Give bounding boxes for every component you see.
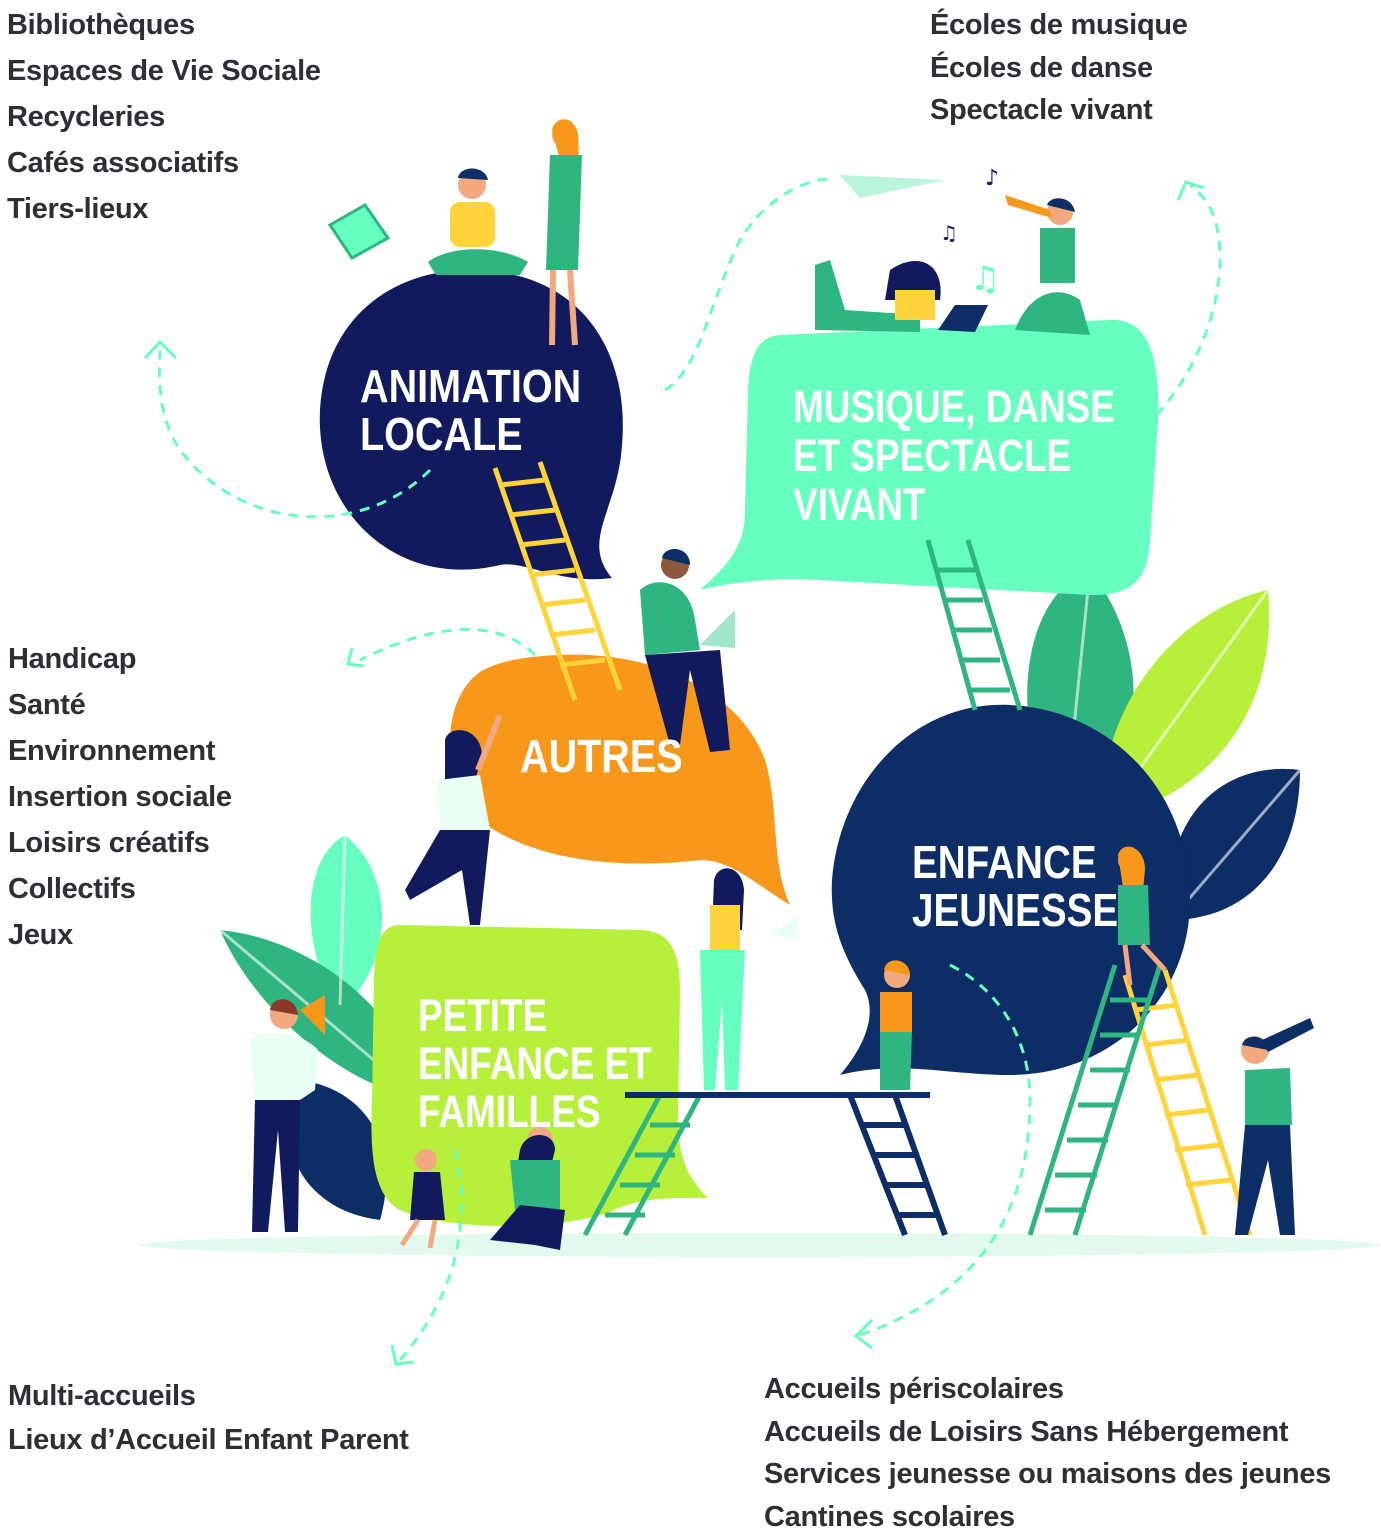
list-item: Jeux [8,912,232,958]
title-line: ANIMATION [360,362,581,410]
list-enfance-jeunesse: Accueils périscolaires Accueils de Loisi… [764,1368,1331,1538]
title-line: PETITE [418,992,652,1040]
list-item: Santé [8,682,232,728]
list-animation-locale: Bibliothèques Espaces de Vie Sociale Rec… [7,2,321,232]
list-autres: Handicap Santé Environnement Insertion s… [8,636,232,958]
title-line: VIVANT [793,480,1115,529]
list-item: Multi-accueils [8,1374,409,1418]
title-line: LOCALE [360,410,581,458]
ground-shadow [140,1233,1380,1257]
music-notes-icon: ♪ ♫ ♫ [940,166,1000,299]
svg-text:♫: ♫ [940,221,958,245]
list-item: Recycleries [7,94,321,140]
paper-plane-icon [840,175,945,198]
title-line: ENFANCE [912,838,1118,886]
title-line: AUTRES [520,732,683,780]
list-item: Tiers-lieux [7,186,321,232]
svg-text:♪: ♪ [985,166,999,191]
title-autres: AUTRES [520,732,683,780]
list-item: Accueils périscolaires [764,1368,1331,1411]
title-line: MUSIQUE, DANSE [793,382,1115,431]
person-painting [405,715,500,925]
person-trumpet [1005,195,1090,335]
list-item: Collectifs [8,866,232,912]
list-item: Services jeunesse ou maisons des jeunes [764,1453,1331,1496]
list-item: Spectacle vivant [930,89,1188,132]
title-petite-enfance: PETITE ENFANCE ET FAMILLES [418,992,652,1136]
title-line: JEUNESSE [912,886,1118,934]
list-item: Cafés associatifs [7,140,321,186]
list-item: Lieux d’Accueil Enfant Parent [8,1418,409,1462]
list-item: Cantines scolaires [764,1496,1331,1538]
person-telescope [1235,1018,1314,1235]
list-item: Loisirs créatifs [8,820,232,866]
person-lying-laptop [815,260,988,332]
book-icon [330,205,388,258]
title-line: ET SPECTACLE [793,431,1115,480]
list-item: Handicap [8,636,232,682]
list-item: Insertion sociale [8,774,232,820]
title-line: ENFANCE ET [418,1040,652,1088]
list-item: Écoles de danse [930,47,1188,90]
list-item: Bibliothèques [7,2,321,48]
list-item: Accueils de Loisirs Sans Hébergement [764,1411,1331,1454]
title-animation-locale: ANIMATION LOCALE [360,362,581,458]
person-sitting-reader [428,168,528,275]
title-musique-danse: MUSIQUE, DANSE ET SPECTACLE VIVANT [793,382,1115,529]
list-petite-enfance: Multi-accueils Lieux d’Accueil Enfant Pa… [8,1374,409,1462]
list-item: Espaces de Vie Sociale [7,48,321,94]
title-enfance-jeunesse: ENFANCE JEUNESSE [912,838,1118,934]
svg-text:♫: ♫ [970,259,1000,299]
title-line: FAMILLES [418,1088,652,1136]
list-item: Écoles de musique [930,4,1188,47]
list-musique-danse: Écoles de musique Écoles de danse Specta… [930,4,1188,132]
list-item: Environnement [8,728,232,774]
